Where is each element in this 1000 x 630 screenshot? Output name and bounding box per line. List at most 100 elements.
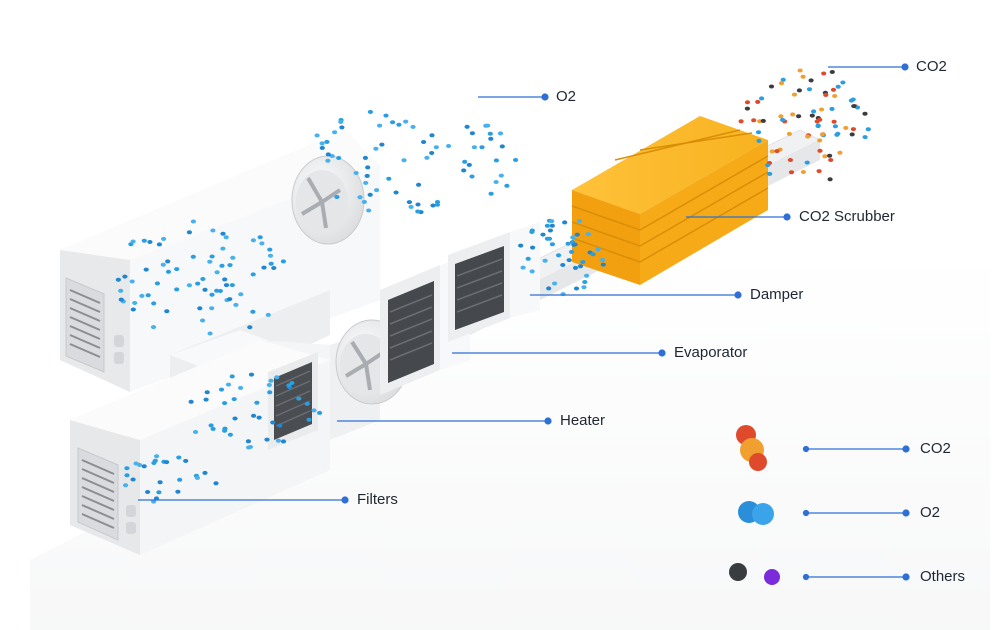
particle [424,155,430,160]
particle [267,247,273,252]
evaporator-label: Evaporator [674,344,748,361]
particle [767,171,773,176]
particle [580,260,586,264]
particle [755,130,762,135]
particle [257,235,263,240]
lower-vent-grille-icon [77,447,136,541]
particle [130,239,136,244]
particle [274,375,280,380]
particle [124,466,130,471]
particle [176,455,182,460]
particle [566,258,572,263]
particle [223,235,229,240]
particle [268,261,274,266]
particle [129,279,135,284]
particle [207,331,213,336]
o2-top-leader [478,93,549,101]
particle [843,125,849,130]
particle [786,131,793,136]
particle [336,156,342,160]
particle [471,145,477,150]
particle [195,281,201,286]
particle [204,390,210,395]
particle [832,124,839,129]
particle [218,387,225,392]
particle [265,312,271,317]
particle [229,374,235,379]
particle [325,152,331,157]
particle [339,125,345,130]
particle [590,252,596,257]
particle [576,219,583,223]
particle [209,306,215,311]
particle [446,144,452,148]
particle [469,131,475,136]
particle [540,232,546,237]
particle [161,236,167,241]
particle [207,259,213,264]
particle [560,263,566,267]
heater-leader [337,417,552,425]
particle [227,297,233,302]
filters-leader [138,496,349,504]
particle [570,235,576,240]
particle [805,134,811,139]
particle [829,106,835,111]
legend-co2-leader [802,445,910,453]
particle [188,399,194,404]
particle [264,437,270,442]
legend-others-label: Others [920,568,966,585]
particle [118,297,124,302]
particle [759,96,765,101]
particle [151,461,157,465]
particle [271,266,277,270]
particle [232,416,238,421]
particle [433,145,439,150]
particle [410,124,416,129]
particle [817,138,823,143]
legend-others-leader [802,573,910,581]
particle [200,277,206,281]
particle [247,325,253,330]
particle [504,183,510,188]
particle [577,264,584,269]
damper-unit [448,222,540,342]
particle [248,372,255,377]
particle [815,124,821,129]
particle [213,481,219,486]
damper-label: Damper [750,286,804,303]
particle [386,176,392,181]
ground-shadow [30,250,990,630]
particle [238,292,244,297]
particle [250,309,256,314]
particle [552,281,558,286]
particle [365,165,371,170]
particle [329,154,335,158]
particle [156,490,162,495]
particle [311,408,317,413]
o2-molecule-icon [738,501,774,525]
particle [229,283,235,288]
particle [549,219,555,224]
particle [220,231,226,236]
particle [774,149,780,154]
particle [208,423,214,428]
particle [865,127,871,132]
particle [143,267,149,272]
scrubber-leader [686,213,791,221]
particle [819,107,825,112]
particle [251,413,257,418]
particle [751,118,757,123]
particle [797,68,803,73]
particle [778,114,784,119]
particle [383,113,389,118]
particle [160,262,166,267]
particle [280,259,286,264]
particle [147,240,153,244]
particle [816,169,822,174]
particle [361,199,367,204]
particle [151,301,157,306]
particle [210,228,216,233]
particle [363,180,369,185]
particle [194,475,200,480]
